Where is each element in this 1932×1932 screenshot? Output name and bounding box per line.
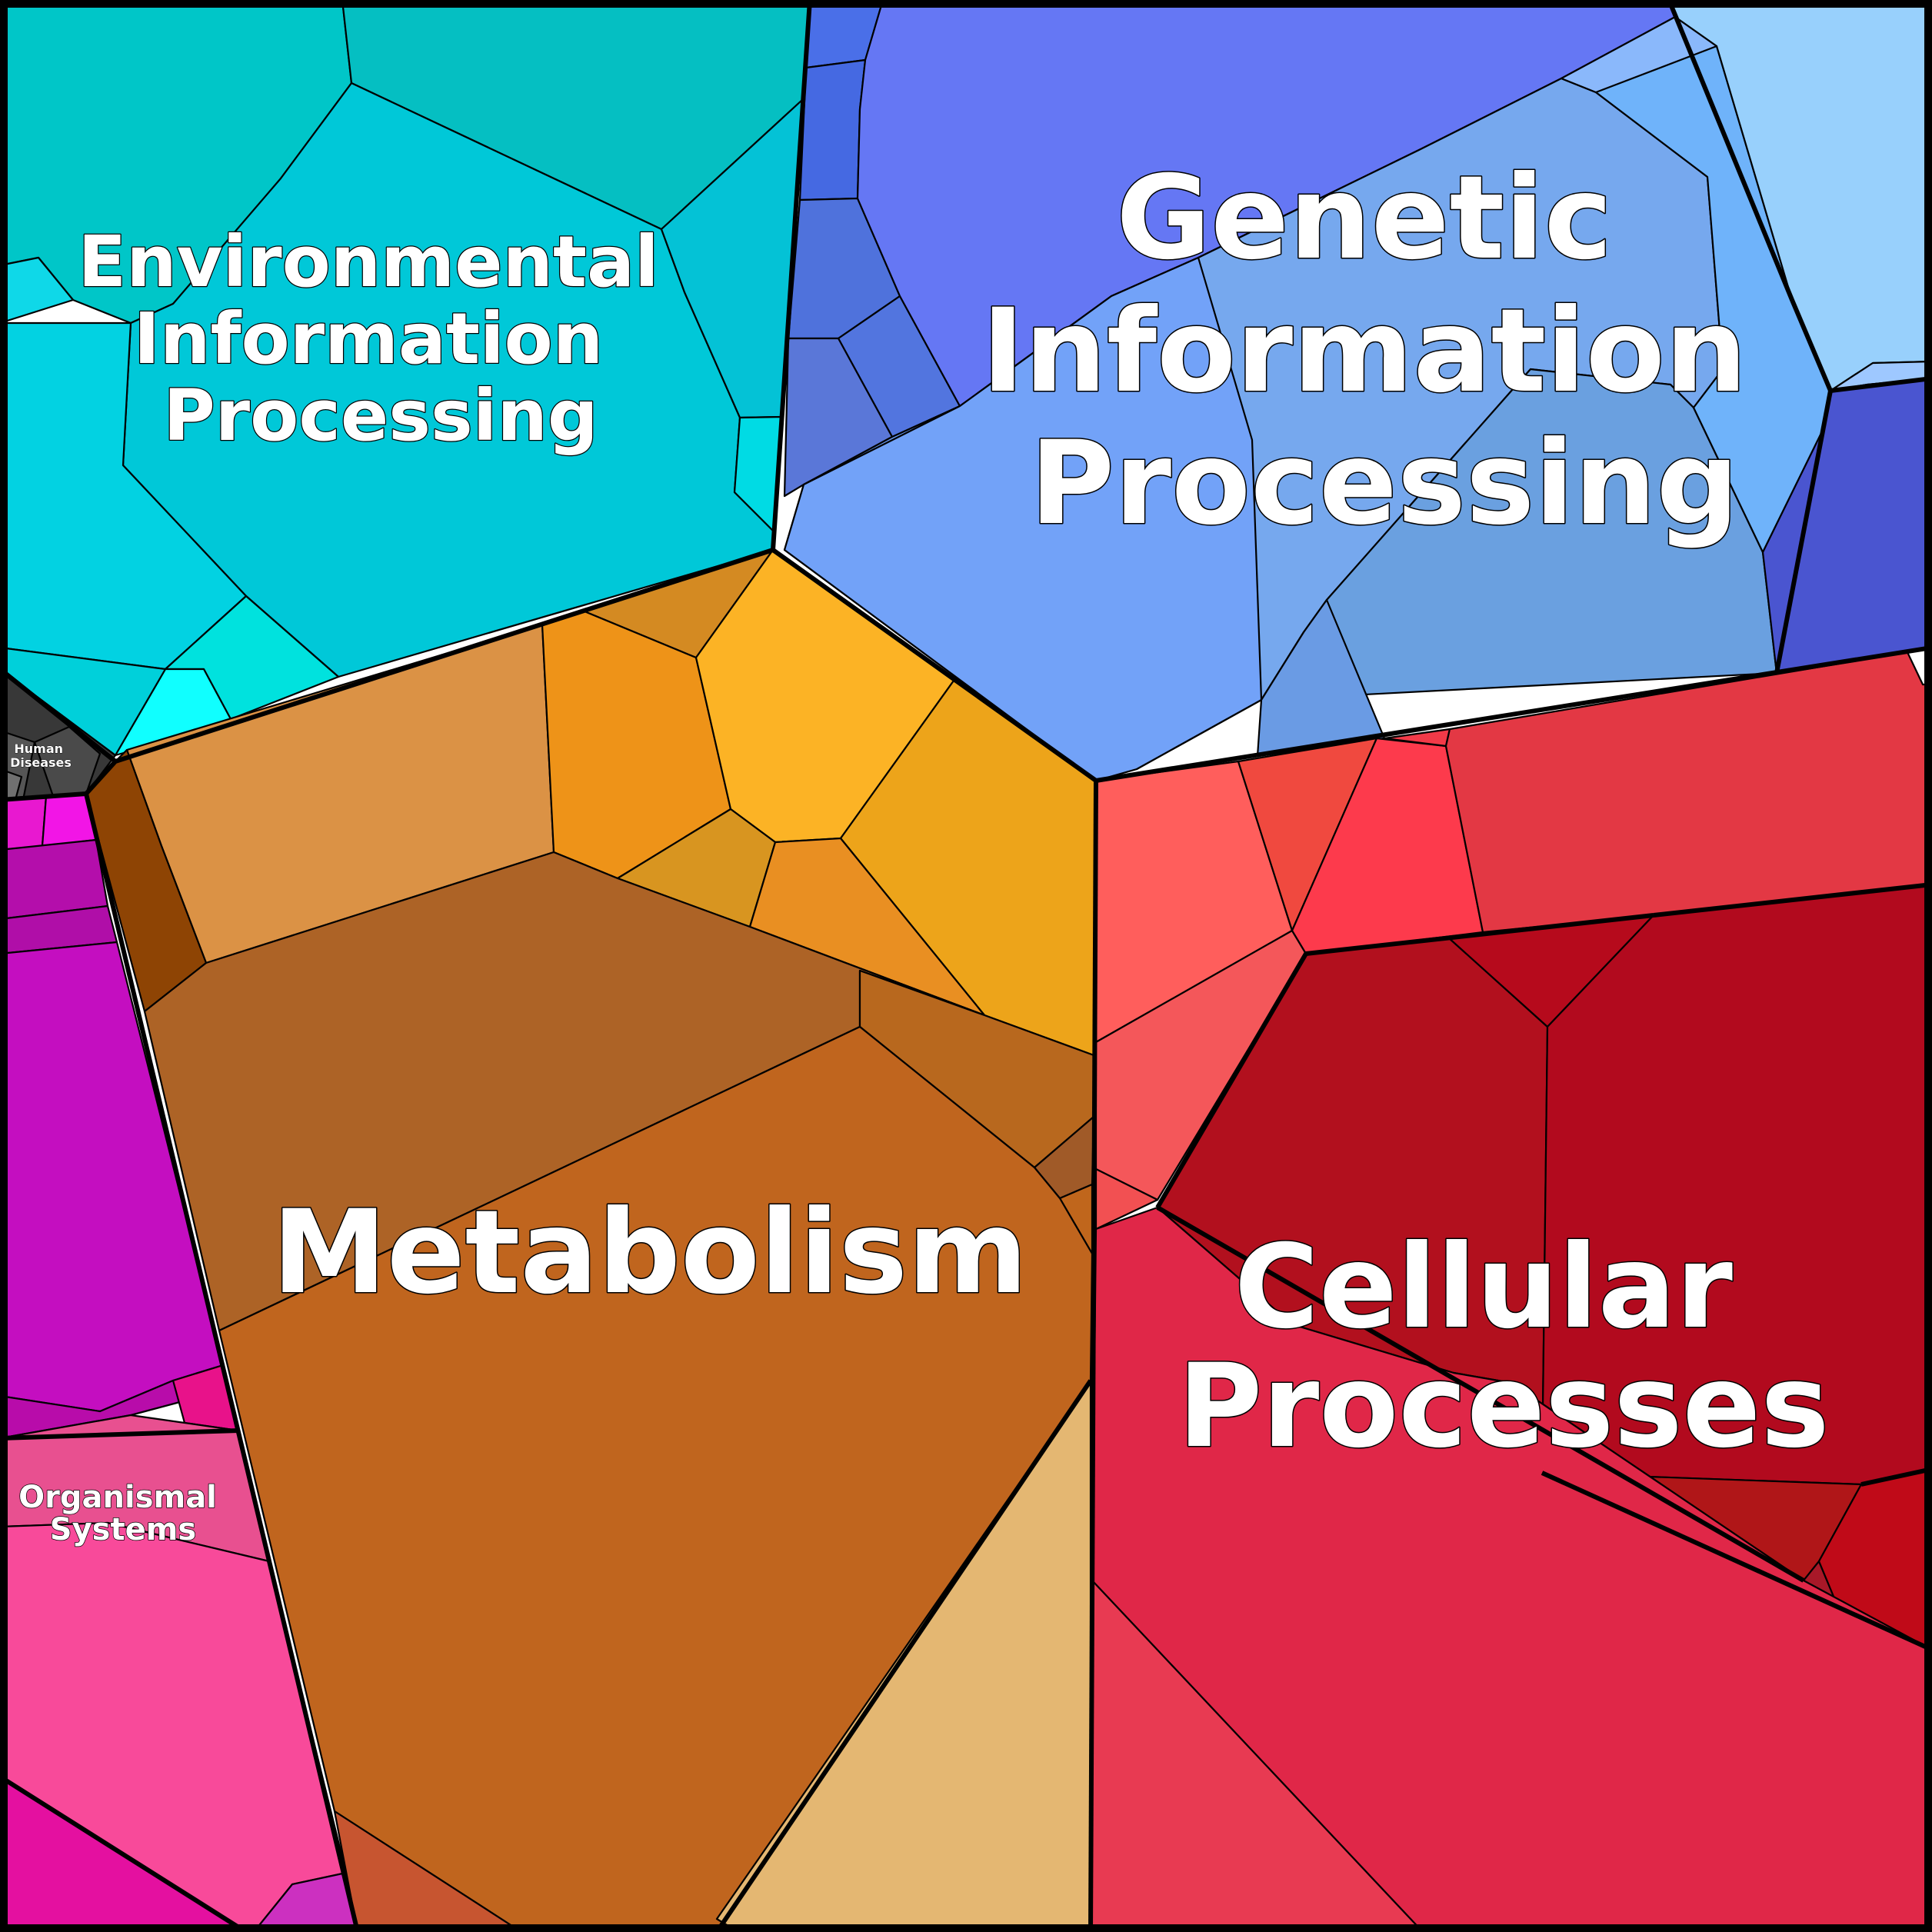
cellular-cell [1444, 651, 1932, 934]
environmental-cell [0, 256, 75, 325]
environmental-label: Environmental Information Processing [78, 221, 683, 457]
environmental-label-line: Information [134, 298, 604, 380]
metabolism-region [85, 548, 1098, 1932]
genetic-label-line: Information [981, 285, 1747, 418]
genetic-cell [1256, 598, 1386, 758]
environmental-label-line: Environmental [78, 221, 658, 303]
human-diseases-region [0, 668, 117, 801]
organismal-label: Organismal Systems [18, 1480, 228, 1547]
organismal-label-line: Organismal [18, 1480, 217, 1515]
cellular-label-line: Cellular [1234, 1221, 1733, 1354]
genetic-label: Genetic Information Processing [981, 152, 1787, 551]
environmental-label-line: Processing [163, 375, 598, 457]
metabolism-cell [333, 1810, 523, 1932]
environmental-region [0, 0, 811, 757]
cellular-label: Cellular Processes [1178, 1221, 1829, 1474]
human-diseases-label-line: Human [14, 741, 63, 756]
human-diseases-label: Human Diseases [10, 741, 72, 770]
genetic-label-line: Genetic [1116, 152, 1612, 285]
human-diseases-label-line: Diseases [10, 755, 72, 770]
cellular-label-line: Processes [1178, 1340, 1829, 1474]
genetic-cell [798, 58, 867, 202]
cellular-region [1089, 651, 1932, 1932]
metabolism-label-line: Metabolism [272, 1186, 1028, 1320]
genetic-label-line: Processing [1030, 417, 1739, 551]
genetic-region [783, 0, 1932, 782]
organismal-label-line: Systems [50, 1512, 196, 1547]
human-diseases-cell [33, 725, 102, 800]
metabolism-label: Metabolism [272, 1186, 1028, 1320]
